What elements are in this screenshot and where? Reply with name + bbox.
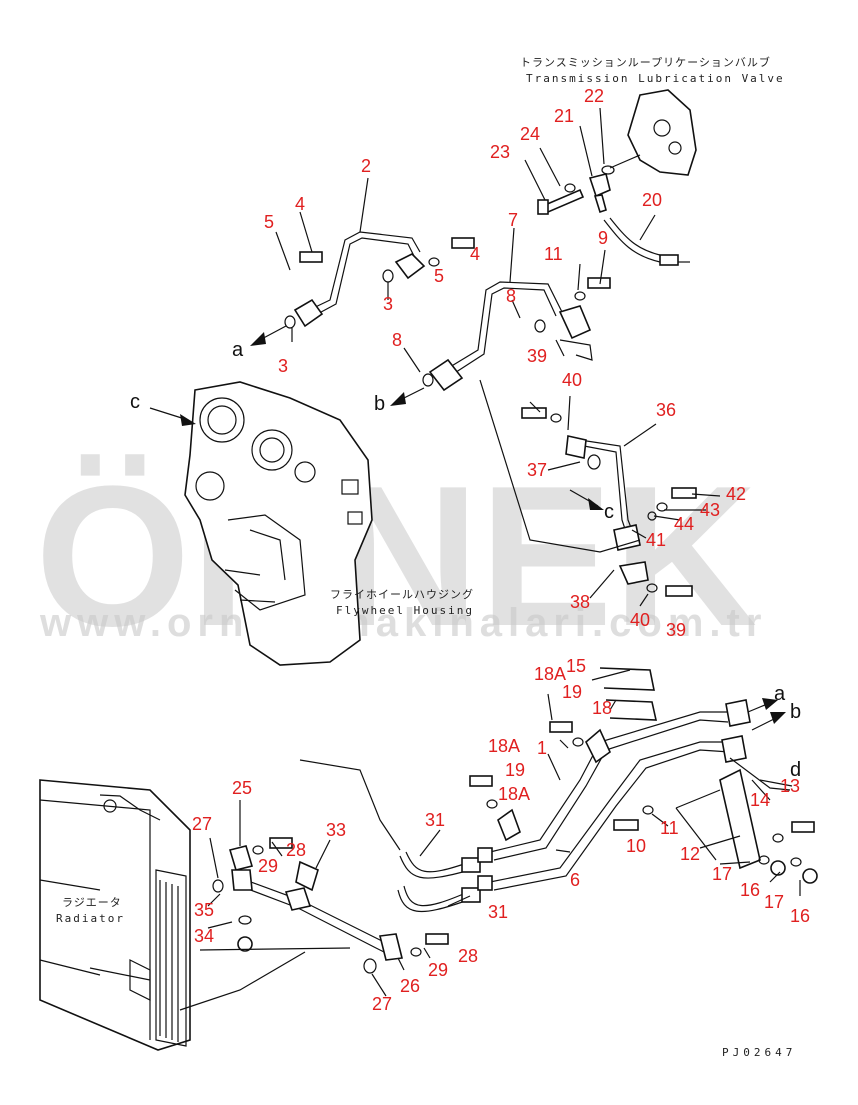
callout-9: 9 [598,228,608,248]
callout-7: 7 [508,210,518,230]
callout-22: 21 [554,106,574,126]
part-callouts: 2 4 5 4 5 3 3 8 8 7 11 9 39 23 24 21 22 … [192,86,810,1014]
callout-40-upper: 40 [562,370,582,390]
callout-21: 20 [642,190,662,210]
ref-a-upper: a [232,339,244,361]
callout-35: 35 [194,900,214,920]
ref-b-lower: b [790,701,801,723]
flywheel-label-en: Flywheel Housing [336,604,474,617]
radiator-label-jp: ラジエータ [62,896,122,909]
callout-20-lower: 19 [505,760,525,780]
callout-26: 25 [232,778,252,798]
callout-6: 6 [570,870,580,890]
callout-28-upper: 27 [192,814,212,834]
ref-c-lower: c [604,501,614,523]
callout-2: 2 [361,156,371,176]
watermark-url: www.orneksmakinalari.com.tr [39,601,767,645]
callout-29-lower: 28 [458,946,478,966]
callout-12: 12 [680,844,700,864]
pipe-7 [422,277,611,392]
flywheel-label-jp: フライホイールハウジング [330,587,474,601]
callout-5-left: 5 [264,212,274,232]
callout-15: 15 [566,656,586,676]
callout-37: 37 [527,460,547,480]
callout-36: 36 [656,400,676,420]
pipes-1-6 [397,667,818,913]
callout-18a: 18A [498,784,530,804]
callout-38: 38 [570,592,590,612]
callout-4-left: 4 [295,194,305,214]
callout-16-left: 16 [740,880,760,900]
callout-29-upper: 28 [286,840,306,860]
ref-c-upper: c [130,391,140,413]
callout-33: 33 [326,820,346,840]
callout-5-right: 5 [434,266,444,286]
reference-arrows [149,325,793,787]
callout-10: 10 [626,836,646,856]
callout-19-upper: 18A [534,664,566,684]
callout-13: 13 [780,776,800,796]
callout-42: 42 [726,484,746,504]
callout-25: 24 [520,124,540,144]
leader-lines [207,107,801,997]
valve-label-jp: トランスミッションループリケーションバルブ [520,55,771,69]
callout-1: 1 [537,738,547,758]
pipe-33 [179,759,449,1011]
callout-24: 23 [490,142,510,162]
callout-11-upper: 11 [544,244,563,264]
callout-34: 34 [194,926,214,946]
callout-39-lower: 39 [666,620,686,640]
callout-18: 18 [592,698,612,718]
watermark: ÖRNEK www.orneksmakinalari.com.tr [35,445,767,668]
watermark-brand: ÖRNEK [35,445,757,668]
callout-8-right: 8 [506,286,516,306]
callout-31-lower: 31 [488,902,508,922]
valve-label-en: Transmission Lubrication Valve [526,72,785,85]
callout-11-lower: 11 [660,818,679,838]
callout-30-upper: 29 [258,856,278,876]
diagram-labels: トランスミッションループリケーションバルブ Transmission Lubri… [56,55,801,1059]
callout-44: 44 [674,514,694,534]
callout-3-mid: 3 [383,294,393,314]
ref-b-upper: b [374,393,385,415]
callout-31-upper: 31 [425,810,445,830]
callout-14: 14 [750,790,770,810]
callout-28-lower: 27 [372,994,392,1014]
callout-39-upper: 39 [527,346,547,366]
callout-43: 43 [700,500,720,520]
callout-16-right: 16 [790,906,810,926]
callout-20-upper: 19 [562,682,582,702]
pipe-36 [479,379,697,597]
callout-30-lower: 29 [428,960,448,980]
radiator-label-en: Radiator [56,912,125,925]
callout-40-lower: 40 [630,610,650,630]
callout-8-left: 8 [392,330,402,350]
callout-27: 26 [400,976,420,996]
pipe-2 [284,231,475,329]
ref-a-lower: a [774,683,786,705]
callout-41: 41 [646,530,666,550]
callout-4-right: 4 [470,244,480,264]
callout-17-left: 17 [712,864,732,884]
radiator [39,779,191,1051]
callout-3-left: 3 [278,356,288,376]
ref-d: d [790,759,801,781]
flywheel-housing [184,381,373,666]
drawing-code: PJ02647 [722,1046,796,1059]
callout-23: 22 [584,86,604,106]
callout-19-lower: 18A [488,736,520,756]
valve-assembly [537,89,697,266]
callout-17-right: 17 [764,892,784,912]
